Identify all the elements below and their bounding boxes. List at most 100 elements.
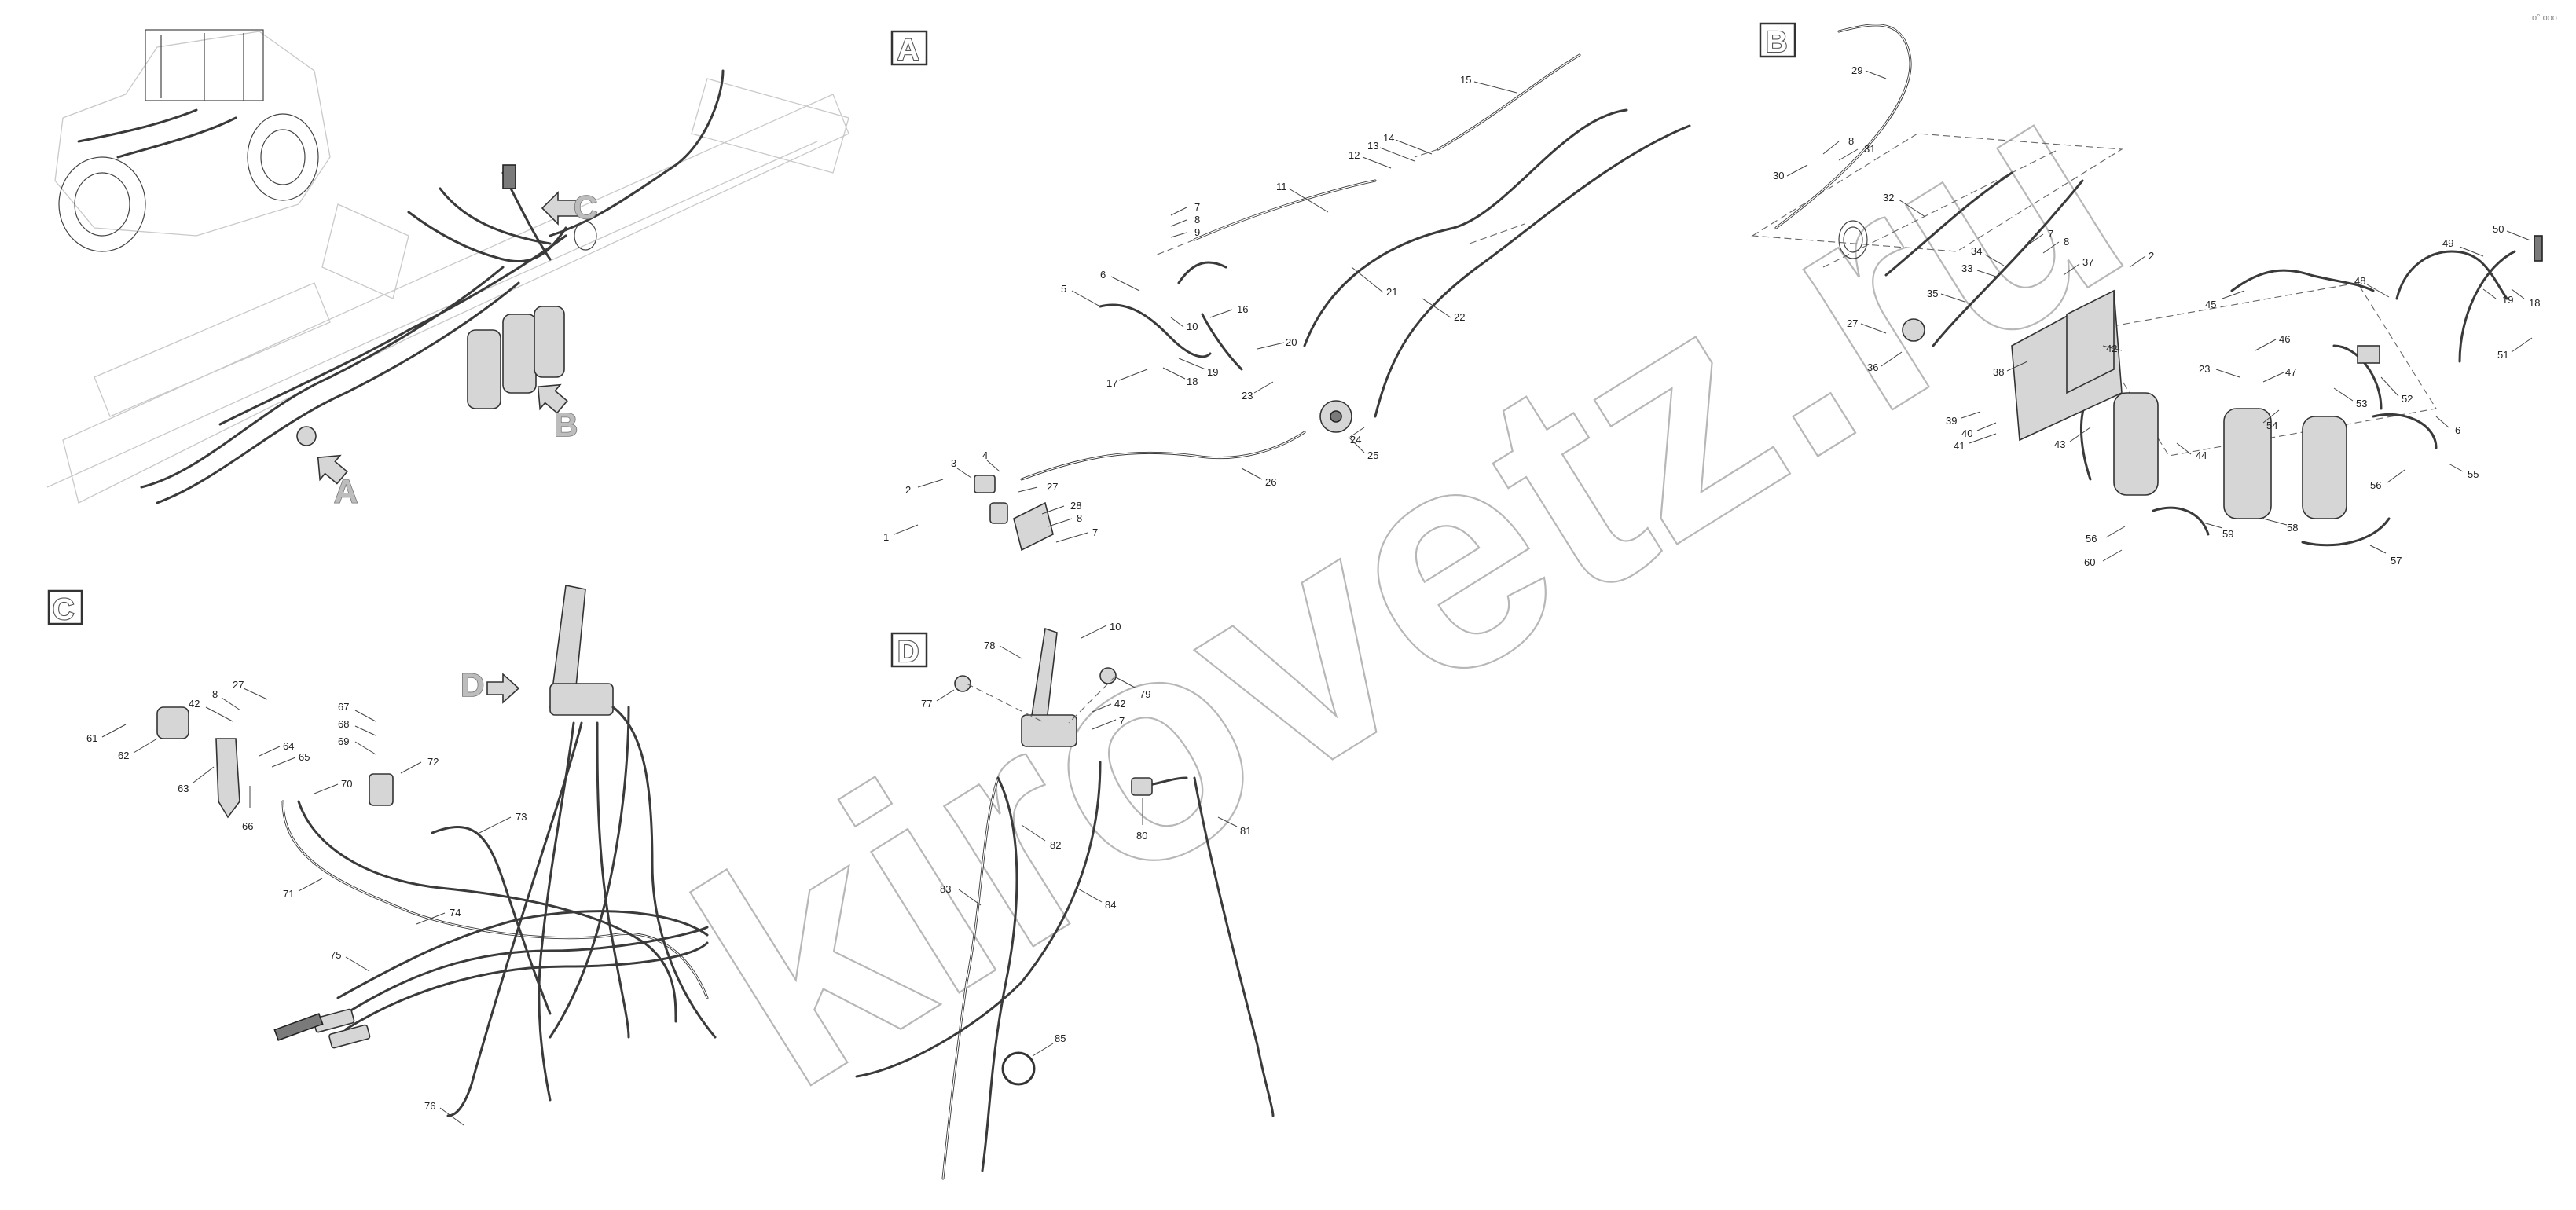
- callout-b-56b: 56: [2086, 526, 2126, 544]
- callout-c-70: 70: [314, 778, 352, 794]
- section-c-badge: C: [47, 589, 83, 627]
- svg-text:74: 74: [450, 907, 461, 918]
- watermark: kirovetz.ru: [641, 13, 2175, 1153]
- svg-text:10: 10: [1110, 621, 1121, 632]
- callout-b-6: 6: [2435, 416, 2460, 436]
- svg-text:B: B: [1766, 26, 1787, 59]
- svg-text:41: 41: [1954, 440, 1965, 452]
- svg-text:8: 8: [1077, 512, 1082, 524]
- svg-text:6: 6: [2455, 424, 2460, 436]
- callout-b-59: 59: [2200, 521, 2233, 540]
- callout-d-82: 82: [1021, 824, 1061, 851]
- section-b-badge: B: [1759, 22, 1796, 60]
- svg-text:69: 69: [338, 735, 349, 747]
- svg-text:48: 48: [2354, 275, 2365, 287]
- svg-text:11: 11: [1276, 181, 1287, 192]
- svg-text:79: 79: [1139, 688, 1150, 700]
- callout-c-67: 67: [338, 701, 376, 722]
- svg-text:26: 26: [1265, 476, 1276, 488]
- svg-text:72: 72: [427, 756, 439, 768]
- svg-text:57: 57: [2391, 555, 2402, 566]
- callout-a-22: 22: [1422, 298, 1465, 323]
- svg-text:70: 70: [341, 778, 352, 790]
- svg-text:9: 9: [1194, 226, 1200, 238]
- callout-a-7b: 7: [1055, 526, 1098, 543]
- overview-illustration: A B C: [46, 29, 849, 511]
- callout-b-37: 37: [2063, 256, 2093, 276]
- callout-a-1: 1: [883, 524, 919, 543]
- callout-a-9: 9: [1170, 226, 1200, 238]
- callout-d-7: 7: [1092, 715, 1125, 730]
- callout-a-18: 18: [1162, 367, 1198, 387]
- svg-text:4: 4: [982, 449, 988, 461]
- svg-text:33: 33: [1961, 262, 1972, 274]
- callout-a-17: 17: [1106, 368, 1148, 389]
- callout-a-10: 10: [1170, 317, 1198, 332]
- callout-c-71: 71: [283, 878, 323, 900]
- svg-text:80: 80: [1136, 830, 1147, 842]
- callout-c-27: 27: [233, 679, 268, 700]
- svg-text:5: 5: [1061, 283, 1066, 295]
- svg-text:23: 23: [1242, 390, 1253, 402]
- callout-c-62: 62: [118, 738, 158, 761]
- callout-b-7: 7: [2027, 228, 2053, 246]
- callout-d-85: 85: [1032, 1032, 1066, 1057]
- svg-text:3: 3: [951, 457, 956, 469]
- svg-text:75: 75: [330, 949, 341, 961]
- svg-text:81: 81: [1240, 825, 1251, 837]
- callout-b-18: 18: [2511, 288, 2540, 309]
- svg-text:45: 45: [2205, 299, 2216, 310]
- view-arrow-b: B: [537, 383, 578, 444]
- callout-b-54: 54: [2262, 409, 2280, 431]
- callout-a-19: 19: [1178, 358, 1218, 378]
- svg-text:56: 56: [2086, 533, 2097, 544]
- callout-a-7a: 7: [1170, 201, 1200, 216]
- svg-text:56: 56: [2370, 479, 2381, 491]
- svg-text:68: 68: [338, 718, 349, 730]
- svg-text:53: 53: [2356, 398, 2367, 409]
- svg-text:50: 50: [2493, 223, 2504, 235]
- callout-d-78: 78: [984, 640, 1022, 659]
- callout-c-64: 64: [259, 740, 294, 757]
- svg-text:7: 7: [1092, 526, 1098, 538]
- svg-text:D: D: [897, 636, 919, 669]
- svg-text:71: 71: [283, 888, 294, 900]
- svg-text:24: 24: [1350, 434, 1361, 446]
- callout-b-41: 41: [1954, 433, 1997, 452]
- callout-b-30: 30: [1773, 164, 1808, 182]
- section-c: C D 27 8 42 61 62 63 64 65: [47, 585, 717, 1126]
- svg-text:35: 35: [1927, 288, 1938, 299]
- callout-b-32: 32: [1883, 192, 1926, 218]
- callout-b-45: 45: [2205, 290, 2245, 310]
- svg-text:16: 16: [1237, 303, 1248, 315]
- svg-text:C: C: [53, 593, 74, 626]
- svg-text:83: 83: [940, 883, 951, 895]
- svg-text:54: 54: [2266, 420, 2277, 431]
- svg-text:14: 14: [1383, 132, 1394, 144]
- svg-text:66: 66: [242, 820, 253, 832]
- callout-c-69: 69: [338, 735, 376, 755]
- svg-text:64: 64: [283, 740, 294, 752]
- callout-c-63: 63: [178, 766, 215, 794]
- svg-text:25: 25: [1367, 449, 1378, 461]
- svg-text:19: 19: [1207, 366, 1218, 378]
- callout-d-80: 80: [1136, 798, 1147, 842]
- svg-text:43: 43: [2054, 438, 2065, 450]
- callout-a-15: 15: [1460, 74, 1517, 94]
- callout-a-11: 11: [1276, 181, 1329, 213]
- svg-text:76: 76: [424, 1100, 435, 1112]
- callout-a-3: 3: [951, 457, 972, 478]
- callout-c-75: 75: [330, 949, 370, 972]
- callout-b-31: 31: [1838, 143, 1875, 161]
- svg-text:2: 2: [905, 484, 911, 496]
- callout-c-8: 8: [212, 688, 241, 711]
- callout-b-35: 35: [1927, 288, 1965, 302]
- callout-d-83: 83: [940, 883, 982, 906]
- svg-text:13: 13: [1367, 140, 1378, 152]
- svg-text:65: 65: [299, 751, 310, 763]
- svg-text:36: 36: [1867, 361, 1878, 373]
- callout-b-2: 2: [2129, 250, 2154, 268]
- callout-b-53: 53: [2333, 387, 2367, 409]
- callout-d-81: 81: [1217, 816, 1251, 837]
- svg-text:62: 62: [118, 750, 129, 761]
